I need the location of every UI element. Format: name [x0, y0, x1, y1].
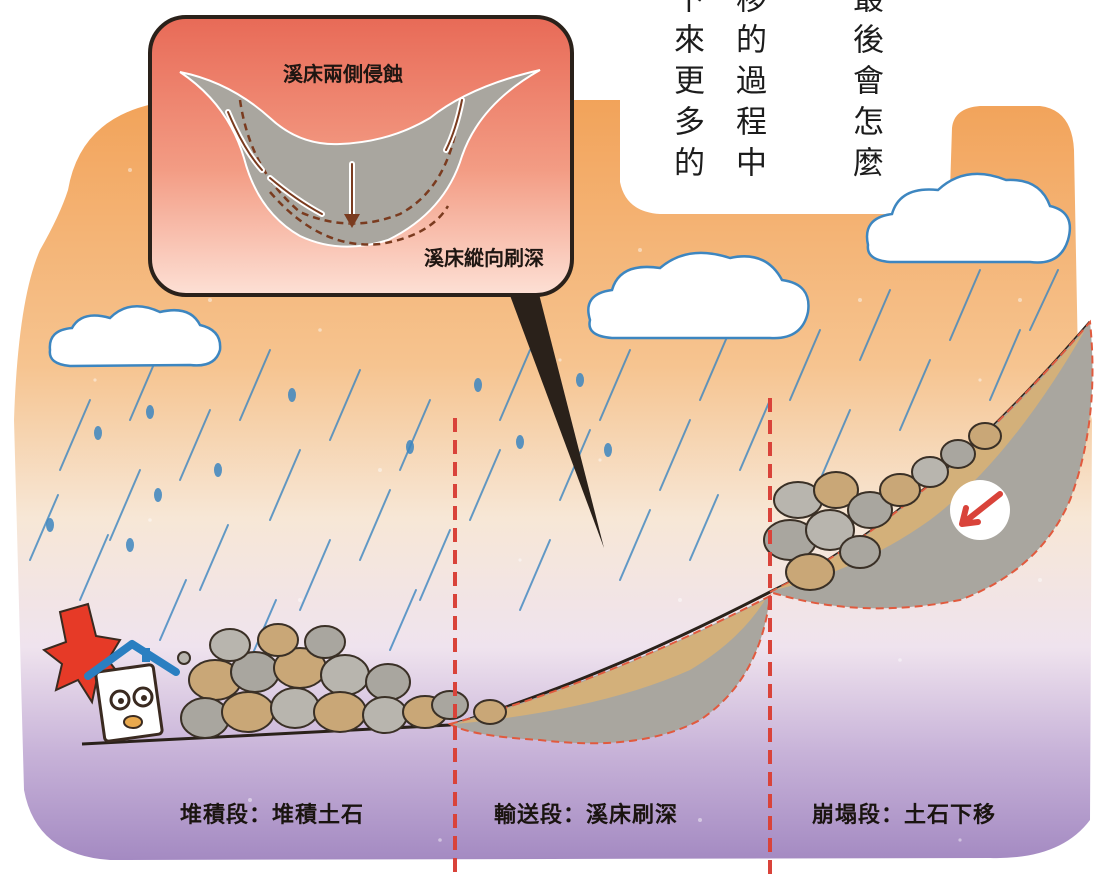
collapse-arrow-icon: [959, 491, 1003, 527]
valley-lower-outline: [269, 191, 450, 246]
vertical-text-col-3: 最後會怎麼: [847, 0, 883, 187]
raindrops: [46, 373, 612, 552]
zone-label-deposition: 堆積段：堆積土石: [180, 803, 365, 828]
callout-pointer: [508, 290, 604, 548]
callout-top-label: 溪床兩側侵蝕: [283, 62, 403, 86]
house-icon: [41, 602, 180, 743]
cloud-left: [48, 305, 222, 368]
valley-arrows-core: [227, 99, 463, 223]
valley-cross-section: [179, 69, 541, 248]
cloud-middle: [587, 251, 810, 340]
vertical-text-col-1: 下來更多的: [668, 0, 704, 187]
callout-bottom-label: 溪床縱向刷深: [424, 246, 544, 270]
valley-erosion-outline: [238, 99, 460, 225]
boulders-deposit: [177, 623, 507, 739]
cloud-right: [865, 172, 1072, 264]
collapse-slope: [767, 319, 1094, 610]
zone-label-collapse: 崩塌段：土石下移: [812, 803, 997, 828]
boulders-upper: [763, 422, 1002, 591]
vertical-text-col-2: 移的過程中: [730, 0, 766, 187]
rain: [29, 269, 1059, 661]
zone-label-transport: 輸送段：溪床刷深: [494, 803, 679, 828]
down-arrow-icon: [344, 214, 360, 228]
